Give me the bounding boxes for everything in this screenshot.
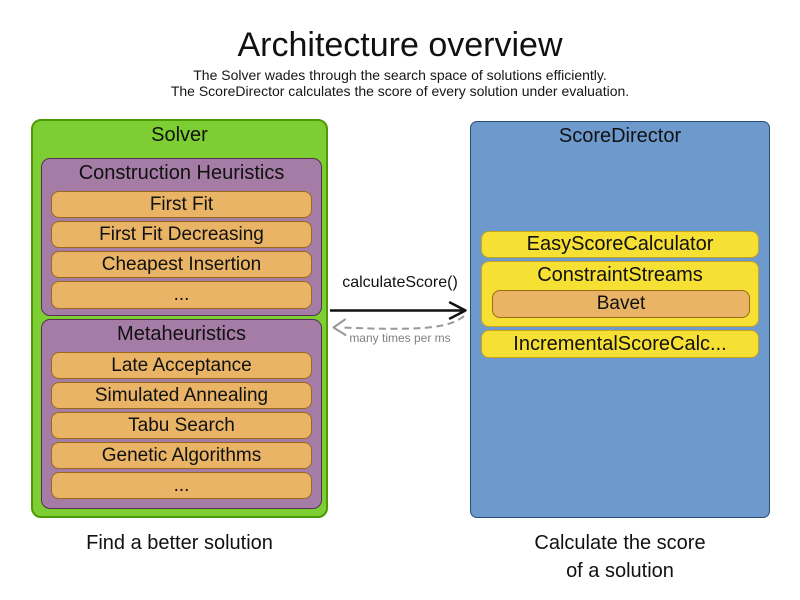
solver-title: Solver: [151, 124, 208, 146]
score-director-caption-line-2: of a solution: [566, 560, 674, 582]
score-director-caption: Calculate the score of a solution: [470, 529, 770, 585]
subtitle: The Solver wades through the search spac…: [0, 67, 800, 99]
solver-item-late-acceptance: Late Acceptance: [51, 352, 312, 379]
score-director-box: ScoreDirector EasyScoreCalculator Constr…: [470, 121, 770, 518]
constraint-streams-label: ConstraintStreams: [537, 264, 703, 286]
subtitle-line-2: The ScoreDirector calculates the score o…: [170, 83, 630, 99]
calculate-score-label: calculateScore(): [342, 274, 458, 291]
subtitle-line-1: The Solver wades through the search spac…: [193, 67, 607, 83]
solver-item-first-fit-decreasing: First Fit Decreasing: [51, 221, 312, 248]
easy-score-calculator-box: EasyScoreCalculator: [481, 231, 759, 258]
construction-heuristics-group: Construction Heuristics First Fit First …: [41, 158, 322, 316]
metaheuristics-group: Metaheuristics Late Acceptance Simulated…: [41, 319, 322, 509]
incremental-score-calculator-box: IncrementalScoreCalc...: [481, 330, 759, 358]
solver-item-simulated-annealing: Simulated Annealing: [51, 382, 312, 409]
calculate-score-arrow: [330, 301, 467, 320]
solver-item-cheapest-insertion: Cheapest Insertion: [51, 251, 312, 278]
solver-item-genetic-algorithms: Genetic Algorithms: [51, 442, 312, 469]
solver-caption: Find a better solution: [86, 532, 273, 554]
score-director-title: ScoreDirector: [558, 125, 682, 147]
solver-item-ellipsis: ...: [51, 281, 312, 309]
solver-item-first-fit: First Fit: [51, 191, 312, 218]
construction-heuristics-title: Construction Heuristics: [78, 162, 285, 184]
metaheuristics-title: Metaheuristics: [117, 323, 246, 345]
solver-item-ellipsis: ...: [51, 472, 312, 499]
page-title: Architecture overview: [237, 26, 563, 64]
score-director-caption-line-1: Calculate the score: [534, 532, 706, 554]
constraint-streams-box: ConstraintStreams Bavet: [481, 261, 759, 327]
frequency-label: many times per ms: [349, 331, 451, 345]
solver-box: Solver Construction Heuristics First Fit…: [31, 119, 328, 518]
solver-item-tabu-search: Tabu Search: [51, 412, 312, 439]
bavet-box: Bavet: [492, 290, 750, 318]
